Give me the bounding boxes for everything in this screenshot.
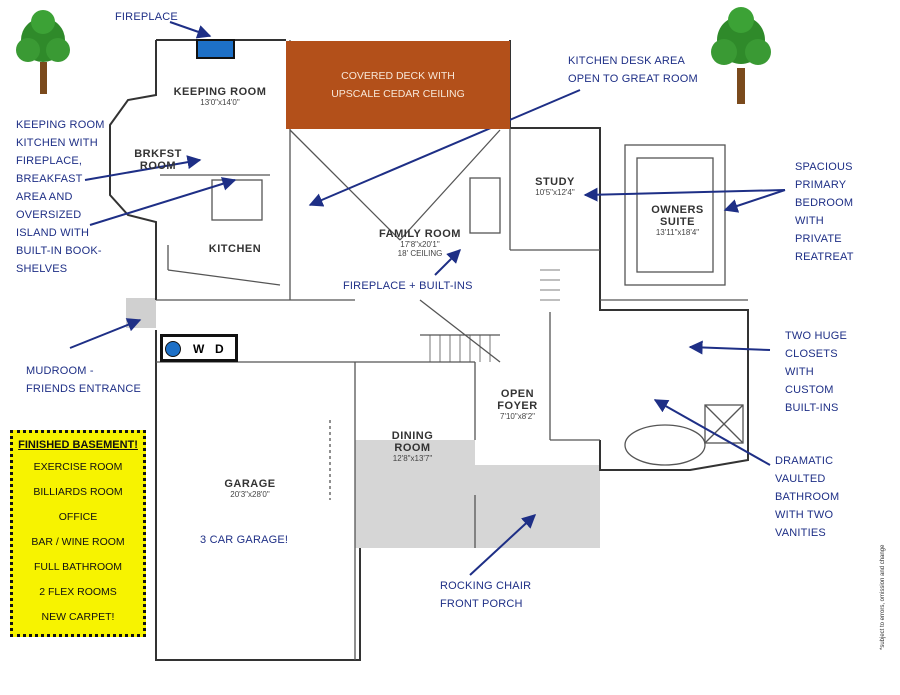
room-keeping: KEEPING ROOM 13'0"x14'0"	[170, 86, 270, 107]
callout-mudroom-line2: FRIENDS ENTRANCE	[26, 383, 142, 395]
callout-closets-line3: WITH	[785, 366, 814, 378]
dryer-label: D	[215, 342, 224, 356]
room-family-dims: 17'8"x20'1"	[400, 240, 440, 249]
room-brkfst-name: BRKFST ROOM	[134, 148, 182, 172]
room-garage-dims: 20'3"x28'0"	[230, 490, 270, 499]
callout-closets-line2: CLOSETS	[785, 348, 838, 360]
callout-garage-note-text: 3 CAR GARAGE!	[200, 534, 289, 546]
callout-keeping-room: KEEPING ROOM KITCHEN WITH FIREPLACE, BRE…	[16, 116, 105, 278]
callout-bedroom-line5: PRIVATE	[795, 233, 842, 245]
room-owners-dims: 13'11"x18'4"	[655, 228, 700, 237]
deck-label-line1: COVERED DECK WITH	[341, 70, 455, 82]
callout-bedroom-line1: SPACIOUS	[795, 161, 853, 173]
room-dining: DINING ROOM 12'8"x13'7"	[375, 430, 450, 463]
room-foyer-dims: 7'10"x8'2"	[500, 412, 535, 421]
callout-mudroom: MUDROOM - FRIENDS ENTRANCE	[26, 362, 141, 398]
room-study-dims: 10'5"x12'4"	[535, 188, 575, 197]
room-owners-name: OWNERS SUITE	[651, 204, 704, 228]
callout-bedroom-line3: BEDROOM	[795, 197, 854, 209]
callout-keeping-line9: SHELVES	[16, 263, 68, 275]
callout-bathroom-line2: VAULTED	[775, 473, 826, 485]
fireplace-icon	[196, 39, 235, 59]
room-family-ceiling: 18' CEILING	[397, 249, 443, 258]
callout-garage-note: 3 CAR GARAGE!	[200, 531, 288, 549]
callout-keeping-line8: BUILT-IN BOOK-	[16, 245, 102, 257]
callout-porch-line2: FRONT PORCH	[440, 598, 523, 610]
covered-deck: COVERED DECK WITH UPSCALE CEDAR CEILING	[286, 41, 510, 129]
callout-bedroom-line6: REATREAT	[795, 251, 854, 263]
basement-item: EXERCISE ROOM	[33, 461, 123, 473]
basement-title: FINISHED BASEMENT!	[18, 439, 138, 451]
callout-closets: TWO HUGE CLOSETS WITH CUSTOM BUILT-INS	[785, 327, 847, 417]
washer-label: W	[193, 342, 205, 356]
callout-closets-line1: TWO HUGE	[785, 330, 848, 342]
callout-arrows	[69, 21, 786, 576]
callout-keeping-line6: OVERSIZED	[16, 209, 82, 221]
basement-item: NEW CARPET!	[41, 611, 115, 623]
callout-keeping-line2: KITCHEN WITH	[16, 137, 98, 149]
room-owners: OWNERS SUITE 13'11"x18'4"	[640, 204, 715, 237]
callout-bedroom-line2: PRIMARY	[795, 179, 847, 191]
room-family: FAMILY ROOM 17'8"x20'1" 18' CEILING	[360, 228, 480, 258]
callout-mudroom-line1: MUDROOM -	[26, 365, 94, 377]
callout-fireplace-builtins: FIREPLACE + BUILT-INS	[343, 277, 473, 295]
basement-item: OFFICE	[58, 511, 98, 523]
basement-item: FULL BATHROOM	[33, 561, 123, 573]
callout-porch: ROCKING CHAIR FRONT PORCH	[440, 577, 531, 613]
disclaimer-text: *subject to errors, omission and change	[880, 544, 886, 650]
callout-closets-line4: CUSTOM	[785, 384, 834, 396]
room-dining-name: DINING ROOM	[391, 430, 434, 454]
tree-icon-left	[16, 10, 70, 94]
callout-fireplace-text: FIREPLACE	[115, 11, 178, 23]
room-family-name: FAMILY ROOM	[379, 228, 461, 240]
room-keeping-dims: 13'0"x14'0"	[200, 98, 240, 107]
callout-kitchen-desk-line2: OPEN TO GREAT ROOM	[568, 73, 698, 85]
room-dining-dims: 12'8"x13'7"	[392, 454, 433, 463]
basement-item: BILLIARDS ROOM	[33, 486, 123, 498]
room-garage: GARAGE 20'3"x28'0"	[205, 478, 295, 499]
laundry-box: W D	[160, 334, 238, 362]
callout-bathroom-line1: DRAMATIC	[775, 455, 834, 467]
callout-fireplace: FIREPLACE	[115, 8, 178, 26]
callout-bathroom-line5: VANITIES	[775, 527, 826, 539]
callout-fireplace-builtins-text: FIREPLACE + BUILT-INS	[343, 280, 473, 292]
front-porch	[355, 440, 600, 548]
room-keeping-name: KEEPING ROOM	[173, 86, 267, 98]
callout-kitchen-desk-line1: KITCHEN DESK AREA	[568, 55, 686, 67]
callout-bathroom-line3: BATHROOM	[775, 491, 840, 503]
callout-bathroom-line4: WITH TWO	[775, 509, 834, 521]
interior-walls	[156, 40, 748, 660]
room-kitchen: KITCHEN	[205, 243, 265, 255]
basement-box: FINISHED BASEMENT! EXERCISE ROOM BILLIAR…	[10, 430, 146, 637]
callout-keeping-line3: FIREPLACE,	[16, 155, 83, 167]
room-study-name: STUDY	[535, 176, 575, 188]
callout-keeping-line1: KEEPING ROOM	[16, 119, 105, 131]
tree-icon-right	[711, 7, 771, 104]
basement-item: 2 FLEX ROOMS	[39, 586, 117, 598]
room-study: STUDY 10'5"x12'4"	[520, 176, 590, 197]
callout-porch-line1: ROCKING CHAIR	[440, 580, 532, 592]
callout-bedroom-line4: WITH	[795, 215, 824, 227]
deck-label-line2: UPSCALE CEDAR CEILING	[331, 88, 465, 100]
callout-closets-line5: BUILT-INS	[785, 402, 839, 414]
room-foyer: OPEN FOYER 7'10"x8'2"	[485, 388, 550, 421]
callout-keeping-line7: ISLAND WITH	[16, 227, 90, 239]
callout-bathroom: DRAMATIC VAULTED BATHROOM WITH TWO VANIT…	[775, 452, 839, 542]
callout-kitchen-desk: KITCHEN DESK AREA OPEN TO GREAT ROOM	[568, 52, 698, 88]
room-kitchen-name: KITCHEN	[208, 243, 262, 255]
sink-icon	[165, 341, 181, 357]
room-garage-name: GARAGE	[224, 478, 276, 490]
callout-primary-bedroom: SPACIOUS PRIMARY BEDROOM WITH PRIVATE RE…	[795, 158, 854, 266]
room-foyer-name: OPEN FOYER	[497, 388, 538, 412]
room-brkfst: BRKFST ROOM	[128, 148, 188, 172]
basement-item: BAR / WINE ROOM	[31, 536, 125, 548]
callout-keeping-line4: BREAKFAST	[16, 173, 83, 185]
stairs	[429, 269, 560, 362]
callout-keeping-line5: AREA AND	[16, 191, 73, 203]
